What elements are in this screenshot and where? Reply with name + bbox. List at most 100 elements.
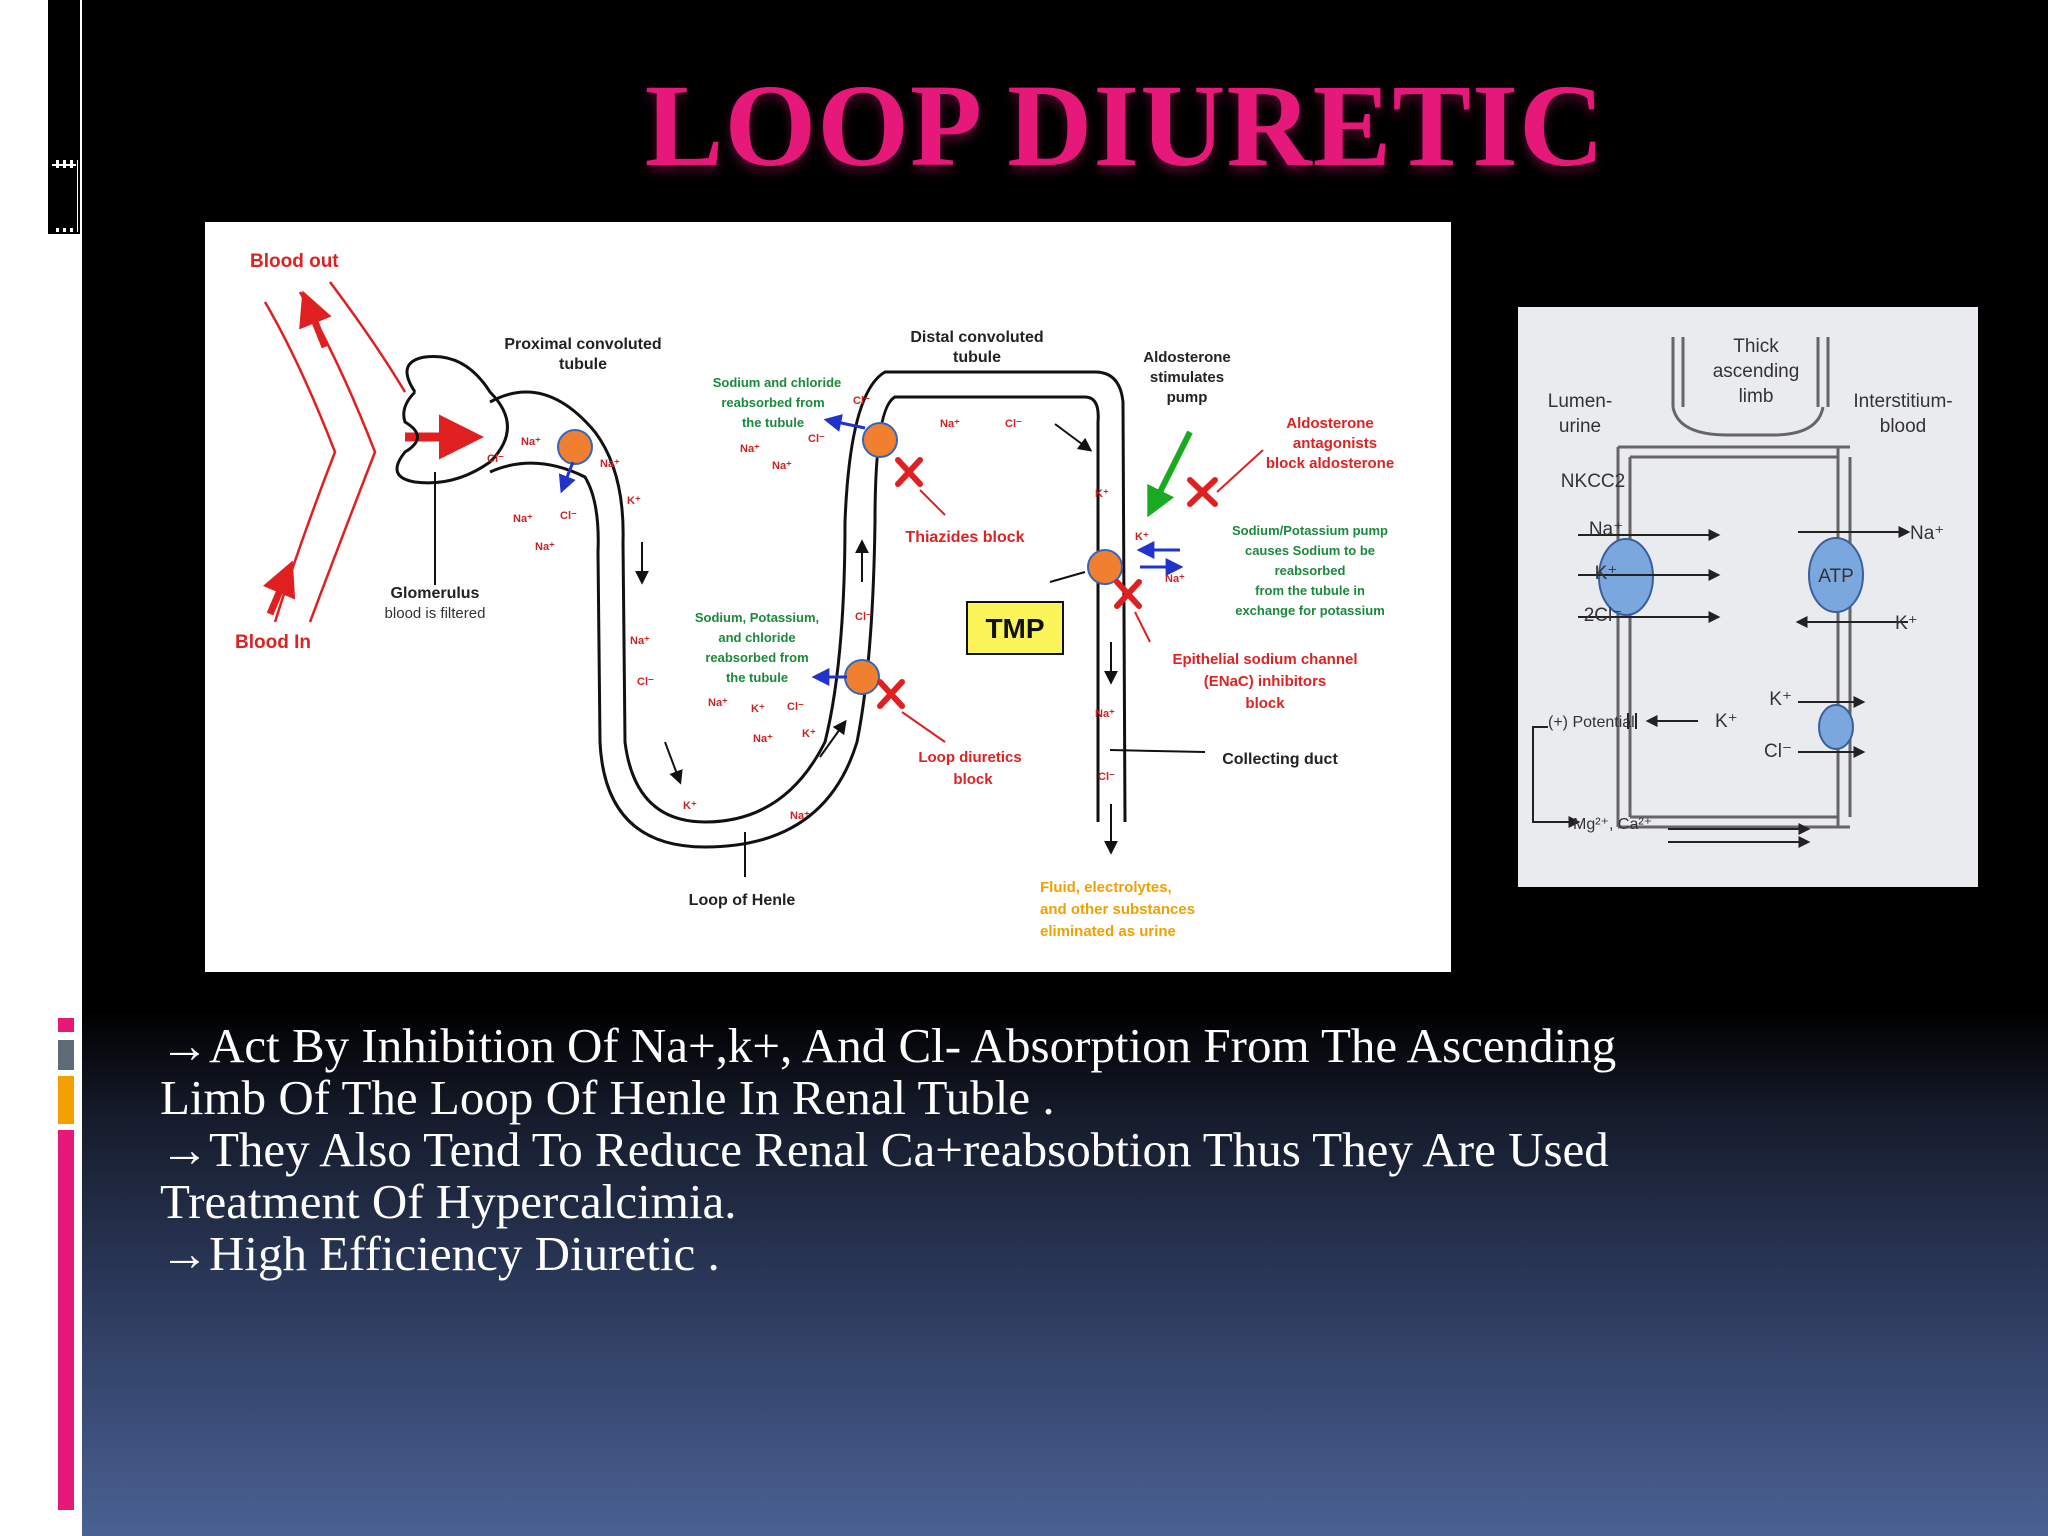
inset-2cl-label: 2Cl⁻ <box>1584 605 1623 626</box>
deco-bar-top-5 <box>52 164 76 166</box>
ion-cl: Cl⁻ <box>560 510 577 522</box>
proximal-label-2: tubule <box>559 356 607 373</box>
bullet-3: →High Efficiency Diuretic . <box>160 1226 720 1281</box>
dct-blue-arrow <box>823 414 866 432</box>
nephron-diagram: TMP Blood out Blood In Proximal convolut… <box>205 222 1451 972</box>
fluid-label-3: eliminated as urine <box>1040 923 1176 940</box>
glomerulus-label: Glomerulus <box>391 585 480 602</box>
bullet-2-line-2: Treatment Of Hypercalcimia. <box>160 1174 737 1229</box>
bullet-1-line-1: →Act By Inhibition Of Na+,k+, And Cl- Ab… <box>160 1018 1617 1073</box>
flow-arrows <box>635 423 1118 855</box>
enac-label-2: (ENaC) inhibitors <box>1204 673 1327 690</box>
antagonists-label-2: antagonists <box>1293 435 1377 452</box>
nkcc2-label: NKCC2 <box>1561 471 1625 492</box>
tubule <box>489 370 1127 849</box>
interstitium-label-2: blood <box>1880 416 1927 437</box>
deco-bar-pink-long <box>58 1130 74 1510</box>
inset-k-label: K⁺ <box>1595 563 1618 584</box>
ion-na: Na⁺ <box>753 733 773 745</box>
inset-na-label: Na⁺ <box>1589 519 1623 540</box>
atp-label: ATP <box>1818 566 1854 587</box>
thiazides-label: Thiazides block <box>905 529 1024 546</box>
ion-cl: Cl⁻ <box>637 676 654 688</box>
inset-k3-label: K⁺ <box>1715 711 1738 732</box>
blood-in-arrow <box>262 560 296 616</box>
bullet-1-line-2: Limb Of The Loop Of Henle In Renal Tuble… <box>160 1070 1055 1125</box>
ion-cl: Cl⁻ <box>808 433 825 445</box>
ion-k: K⁺ <box>1135 531 1149 543</box>
loop-of-henle-label: Loop of Henle <box>689 892 796 909</box>
aldosterone-label-1: Aldosterone <box>1143 349 1231 366</box>
aldo-green-arrow <box>1147 430 1193 518</box>
ion-na: Na⁺ <box>708 697 728 709</box>
ion-cl: Cl⁻ <box>1005 418 1022 430</box>
ion-k: K⁺ <box>683 800 697 812</box>
ion-na: Na⁺ <box>630 635 650 647</box>
inset-k2-label: K⁺ <box>1769 689 1792 710</box>
blood-out-label: Blood out <box>250 251 339 272</box>
pump-label-3: reabsorbed <box>1275 563 1346 578</box>
ion-cl: Cl⁻ <box>853 395 870 407</box>
proximal-label-1: Proximal convoluted <box>504 336 661 353</box>
enac-label-1: Epithelial sodium channel <box>1172 651 1357 668</box>
fluid-label-2: and other substances <box>1040 901 1195 918</box>
block-pointer-lines <box>901 449 1264 743</box>
pump-label-2: causes Sodium to be <box>1245 543 1375 558</box>
deco-bar-orange <box>58 1076 74 1124</box>
ion-k: K⁺ <box>627 495 641 507</box>
nakcl-label-4: the tubule <box>726 670 788 685</box>
thick-label-1: Thick <box>1733 336 1779 357</box>
ion-na: Na⁺ <box>535 541 555 553</box>
pct-blue-arrow <box>558 461 576 494</box>
potential-label: (+) Potential <box>1548 714 1635 731</box>
aldosterone-label-2: stimulates <box>1150 369 1224 386</box>
loop-diuretics-label-1: Loop diuretics <box>918 749 1021 766</box>
nacl-label-2: reabsorbed from <box>721 395 824 410</box>
nakcl-label-2: and chloride <box>718 630 795 645</box>
deco-bar-pink-small <box>58 1018 74 1032</box>
ion-k: K⁺ <box>751 703 765 715</box>
collecting-duct-label: Collecting duct <box>1222 751 1338 768</box>
deco-bar-gray <box>58 1040 74 1070</box>
pump-label-4: from the tubule in <box>1255 583 1365 598</box>
ion-cl: Cl⁻ <box>1098 771 1115 783</box>
interstitium-label-1: Interstitium- <box>1853 391 1952 412</box>
fluid-label-1: Fluid, electrolytes, <box>1040 879 1172 896</box>
nakcl-label-3: reabsorbed from <box>705 650 808 665</box>
ion-na: Na⁺ <box>1165 573 1185 585</box>
aldosterone-label-3: pump <box>1167 389 1208 406</box>
transporters <box>557 422 1123 695</box>
thick-label-3: limb <box>1739 386 1774 407</box>
inset-arrows <box>1532 526 1911 848</box>
antagonists-label-1: Aldosterone <box>1286 415 1374 432</box>
tmp-label: TMP <box>985 613 1044 644</box>
lumen-label-1: Lumen- <box>1548 391 1612 412</box>
ion-na: Na⁺ <box>521 436 541 448</box>
block-crosses <box>877 457 1218 709</box>
glomerulus-sub-label: blood is filtered <box>385 605 486 622</box>
enac-label-3: block <box>1245 695 1285 712</box>
deco-bar-top-4 <box>56 168 76 228</box>
bullet-list: →Act By Inhibition Of Na+,k+, And Cl- Ab… <box>160 1020 2000 1280</box>
ion-na: Na⁺ <box>513 513 533 525</box>
ion-na: Na⁺ <box>940 418 960 430</box>
bowman-capsule <box>395 354 509 485</box>
ion-na: Na⁺ <box>772 460 792 472</box>
antagonists-label-3: block aldosterone <box>1266 455 1394 472</box>
inset-transporters <box>1598 537 1864 750</box>
cell-membranes <box>1616 337 1852 829</box>
distal-label-2: tubule <box>953 349 1001 366</box>
pump-label-1: Sodium/Potassium pump <box>1232 523 1388 538</box>
mgca-label: Mg²⁺, Ca²⁺ <box>1573 816 1652 833</box>
nacl-label-1: Sodium and chloride <box>713 375 842 390</box>
thick-label-2: ascending <box>1713 361 1800 382</box>
blood-in-label: Blood In <box>235 632 311 653</box>
ion-na: Na⁺ <box>790 810 810 822</box>
ion-na: Na⁺ <box>1095 708 1115 720</box>
ion-cl: Cl⁻ <box>855 611 872 623</box>
thick-ascending-limb-diagram: Thick ascending limb Lumen- urine Inters… <box>1518 307 1978 887</box>
ion-k: K⁺ <box>802 728 816 740</box>
ion-na: Na⁺ <box>600 458 620 470</box>
distal-label-1: Distal convoluted <box>910 329 1043 346</box>
